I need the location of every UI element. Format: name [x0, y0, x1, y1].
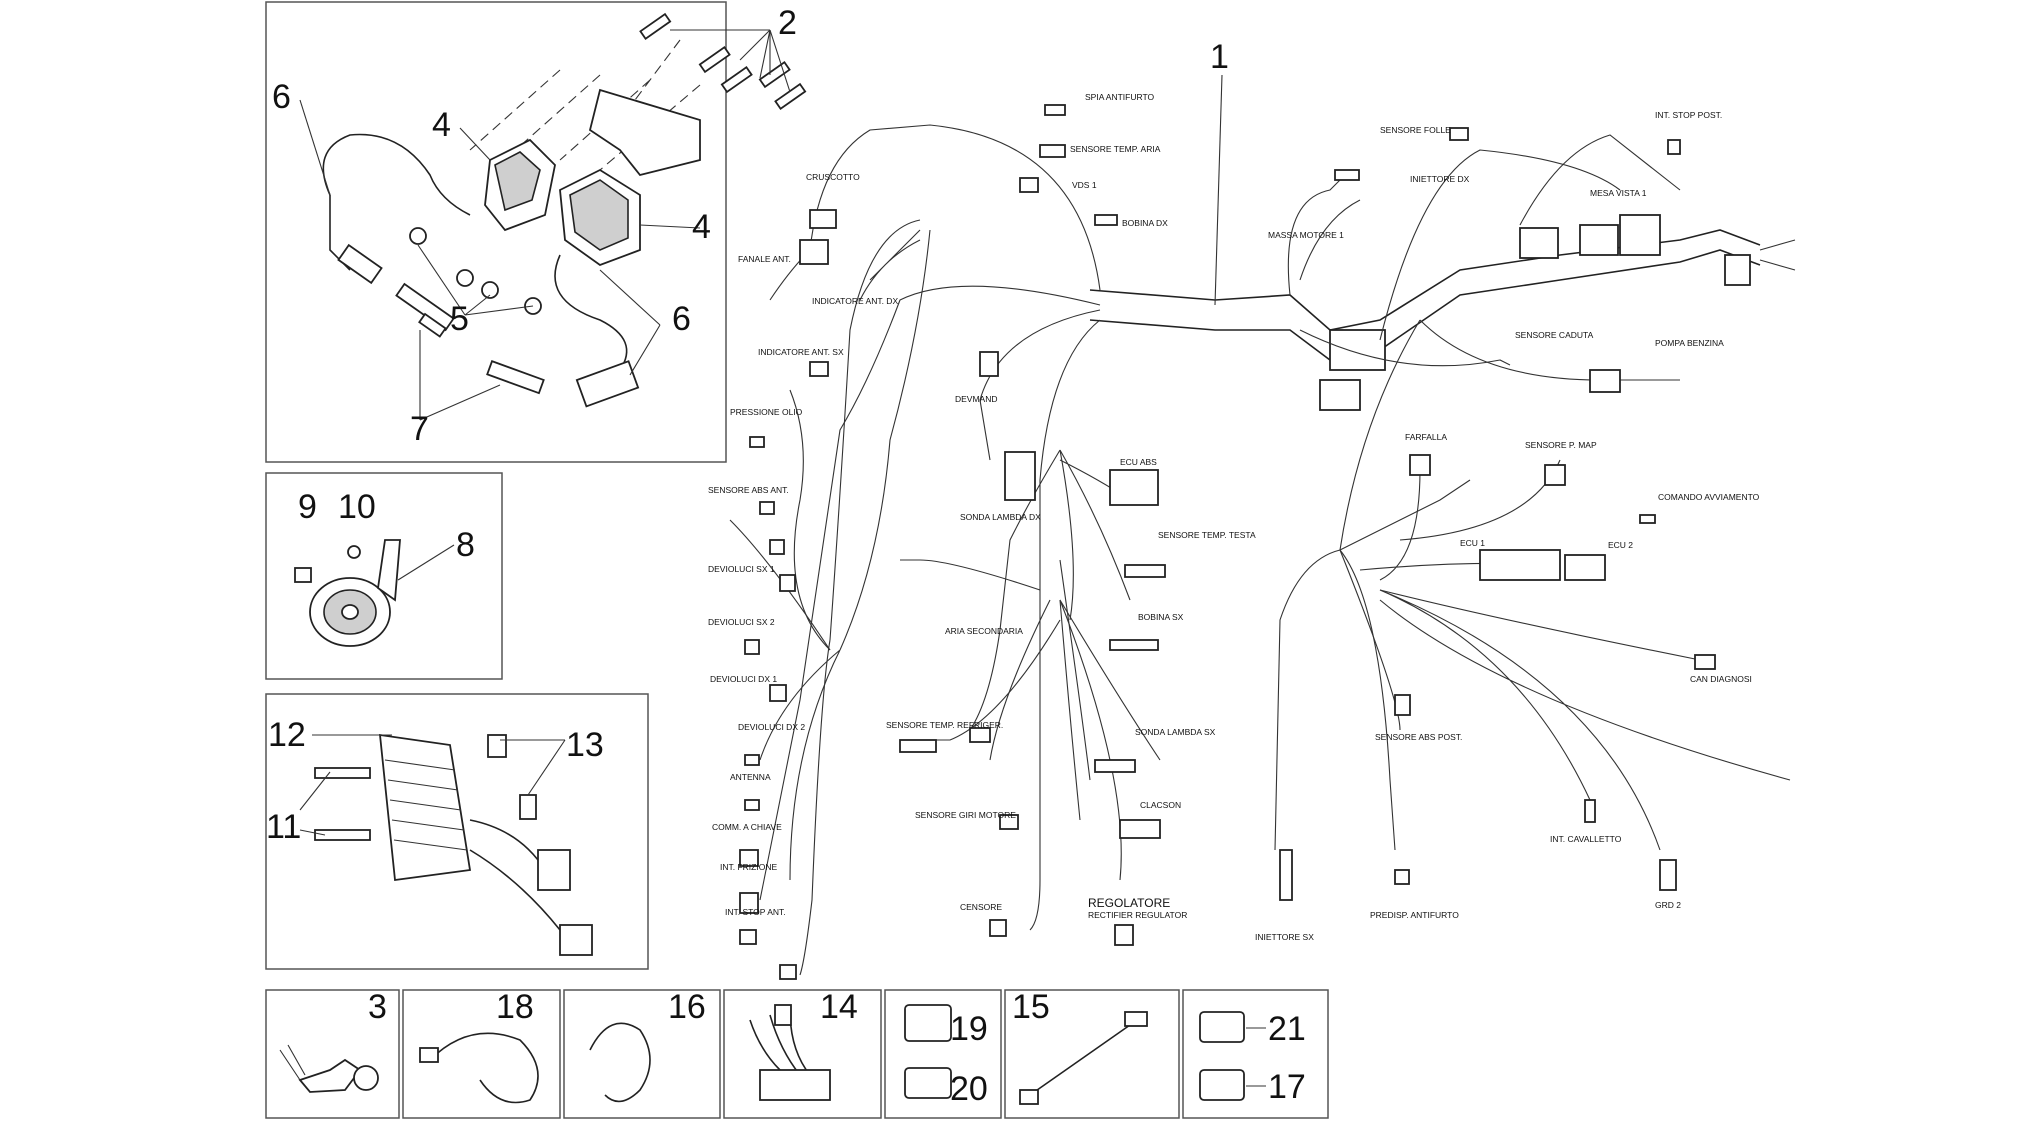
callout-16: 16: [668, 988, 706, 1026]
label-sonda-lambda-dx: SONDA LAMBDA DX: [960, 512, 1041, 522]
label-iniettore-dx: INIETTORE DX: [1410, 174, 1470, 184]
fuses-21-17: [1199, 1011, 1245, 1101]
label-spia-antifurto: SPIA ANTIFURTO: [1085, 92, 1155, 102]
regulator-panel-frame: [265, 693, 649, 970]
callout-13: 13: [566, 726, 604, 764]
part16-panel-frame: [563, 989, 721, 1119]
label-devioluci-dx-1: DEVIOLUCI DX 1: [710, 674, 777, 684]
label-can-diagnosi: CAN DIAGNOSI: [1690, 674, 1752, 684]
horn-panel-frame: [265, 472, 503, 680]
label-sonda-lambda-sx: SONDA LAMBDA SX: [1135, 727, 1216, 737]
label-int-frizione: INT. FRIZIONE: [720, 862, 777, 872]
part-18-cable: [419, 1032, 539, 1104]
callout-4a: 4: [432, 106, 451, 144]
ignition-coils: [409, 12, 807, 315]
label-int-stop-ant: INT. STOP ANT.: [725, 907, 786, 917]
callout-1: 1: [1210, 38, 1229, 76]
label-bobina-sx: BOBINA SX: [1138, 612, 1184, 622]
label-pressione-olio: PRESSIONE OLIO: [730, 407, 803, 417]
callout-5: 5: [450, 300, 469, 338]
label-sensore-temp-testa: SENSORE TEMP. TESTA: [1158, 530, 1256, 540]
label-devioluci-dx-2: DEVIOLUCI DX 2: [738, 722, 805, 732]
hv-cables-6: [322, 133, 640, 408]
label-devmand: DEVMAND: [955, 394, 998, 404]
label-devioluci-sx-2: DEVIOLUCI SX 2: [708, 617, 775, 627]
callout-7: 7: [410, 410, 429, 448]
spark-plugs-7: [395, 282, 545, 395]
relay-panel-frame: [884, 989, 1002, 1119]
callout-3: 3: [368, 988, 387, 1026]
part-16-cable: [589, 1022, 651, 1103]
callout-11: 11: [266, 808, 301, 846]
label-comm-a-chiave: COMM. A CHIAVE: [712, 822, 782, 832]
label-sensore-giri-motore: SENSORE GIRI MOTORE: [915, 810, 1016, 820]
part-3-sensor: [279, 1044, 379, 1093]
label-regolatore: REGOLATORE: [1088, 896, 1170, 910]
label-bobina-dx: BOBINA DX: [1122, 218, 1168, 228]
callout-19: 19: [950, 1010, 988, 1048]
label-ecu-abs: ECU ABS: [1120, 457, 1157, 467]
callout-8: 8: [456, 526, 475, 564]
part-15-cable: [1019, 1011, 1148, 1105]
label-massa-vista: MESA VISTA 1: [1590, 188, 1647, 198]
ignition-panel-frame: [265, 1, 727, 463]
callout-2: 2: [778, 4, 797, 42]
relays-19-20: [904, 1004, 952, 1099]
callout-18: 18: [496, 988, 534, 1026]
callout-14: 14: [820, 988, 858, 1026]
label-sensore-abs-ant: SENSORE ABS ANT.: [708, 485, 789, 495]
label-int-cavalletto: INT. CAVALLETTO: [1550, 834, 1622, 844]
part14-panel-frame: [723, 989, 882, 1119]
label-aria-secondaria: ARIA SECONDARIA: [945, 626, 1023, 636]
bolts-2: [639, 12, 807, 110]
label-sensore-temp-refrig: SENSORE TEMP. REFRIGER.: [886, 720, 1003, 730]
connectors: [739, 104, 1716, 980]
part3-panel-frame: [265, 989, 400, 1119]
callout-10: 10: [338, 488, 376, 526]
callout-20: 20: [950, 1070, 988, 1108]
part15-panel-frame: [1004, 989, 1180, 1119]
label-cinghinibbia: CENSORE: [960, 902, 1002, 912]
part-14-harness: [749, 1004, 831, 1101]
part18-panel-frame: [402, 989, 561, 1119]
label-pompa-benzina: POMPA BENZINA: [1655, 338, 1724, 348]
regulator-12: [314, 733, 593, 956]
main-harness-1: [729, 124, 1796, 976]
label-fanale-ant: FANALE ANT.: [738, 254, 791, 264]
callout-4b: 4: [692, 208, 711, 246]
callout-6a: 6: [272, 78, 291, 116]
label-vds: VDS 1: [1072, 180, 1097, 190]
label-cruscotto: CRUSCOTTO: [806, 172, 860, 182]
callout-21: 21: [1268, 1010, 1306, 1048]
callout-6b: 6: [672, 300, 691, 338]
label-regolatore-sub: RECTIFIER REGULATOR: [1088, 910, 1187, 920]
label-sensore-abs-post: SENSORE ABS POST.: [1375, 732, 1462, 742]
fuse-panel-frame: [1182, 989, 1329, 1119]
horn-8: [294, 539, 401, 647]
callout-17: 17: [1268, 1068, 1306, 1106]
label-gsd-2: GRD 2: [1655, 900, 1681, 910]
callout-15: 15: [1012, 988, 1050, 1026]
label-sensore-folle: SENSORE FOLLE: [1380, 125, 1451, 135]
label-devioluci-sx-1: DEVIOLUCI SX 1: [708, 564, 775, 574]
label-sensore-caduta: SENSORE CADUTA: [1515, 330, 1594, 340]
label-massa-motore: MASSA MOTORE 1: [1268, 230, 1344, 240]
label-predisp-antifurto: PREDISP. ANTIFURTO: [1370, 910, 1459, 920]
label-iniettore-sx: INIETTORE SX: [1255, 932, 1314, 942]
label-clacson: CLACSON: [1140, 800, 1181, 810]
label-sensore-temp-aria: SENSORE TEMP. ARIA: [1070, 144, 1161, 154]
callout-9: 9: [298, 488, 317, 526]
label-int-stop-post: INT. STOP POST.: [1655, 110, 1722, 120]
label-sensore-p-map: SENSORE P. MAP: [1525, 440, 1597, 450]
callout-12: 12: [268, 716, 306, 754]
label-antenna: ANTENNA: [730, 772, 771, 782]
label-comando-avviamento: COMANDO AVVIAMENTO: [1658, 492, 1760, 502]
label-ecu-2: ECU 2: [1608, 540, 1633, 550]
label-farfalla: FARFALLA: [1405, 432, 1447, 442]
label-ecu-1: ECU 1: [1460, 538, 1485, 548]
label-indicatore-ant-sx: INDICATORE ANT. SX: [758, 347, 844, 357]
label-indicatore-ant-dx: INDICATORE ANT. DX: [812, 296, 898, 306]
